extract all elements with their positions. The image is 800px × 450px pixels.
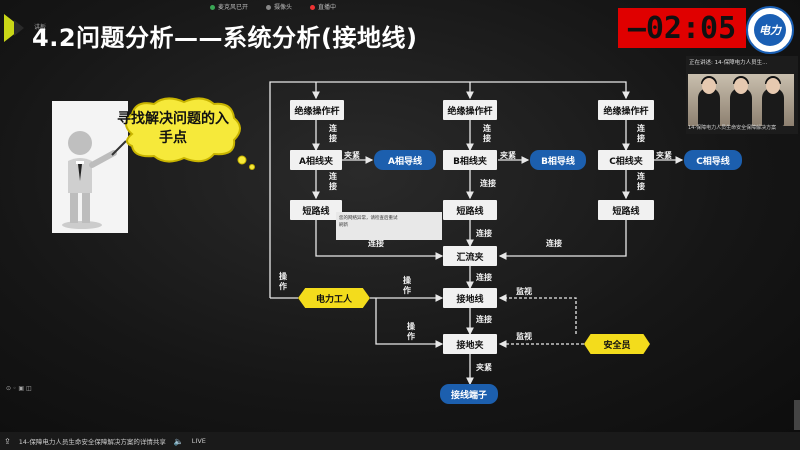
presenter-illustration [52, 101, 128, 233]
ground-wire: 接地线 [443, 288, 497, 308]
live-badge: LIVE [191, 437, 206, 445]
phase-wire-c: C相导线 [684, 150, 742, 170]
label-operate: 操作 [279, 272, 287, 291]
label-connect: 连接 [329, 124, 337, 143]
logo-mark: 电力 [754, 14, 786, 46]
clamp-c: C相线夹 [598, 150, 654, 170]
top-status-bar: 麦克风已开 摄像头 直播中 [210, 0, 336, 12]
clamp-b: B相线夹 [443, 150, 497, 170]
terminal: 接线端子 [440, 384, 498, 404]
label-connect: 连接 [480, 179, 496, 188]
top-status-item[interactable]: 摄像头 [266, 2, 292, 11]
school-logo: 电力 [746, 6, 794, 54]
title-decoration-inner [14, 20, 24, 36]
bottom-bar: ⇪ 14-保障电力人员生命安全保障解决方案的详情共享 🔈 LIVE [0, 432, 800, 450]
scrollbar[interactable] [794, 400, 800, 430]
presenter-figure [730, 76, 752, 126]
top-status-item[interactable]: 直播中 [310, 2, 336, 11]
label-connect: 连接 [476, 229, 492, 238]
safety-officer: 安全员 [584, 334, 650, 354]
short-wire-b: 短路线 [443, 200, 497, 220]
clamp-a: A相线夹 [290, 150, 342, 170]
short-wire-a: 短路线 [290, 200, 342, 220]
label-connect: 连接 [637, 172, 645, 191]
label-connect: 连接 [483, 124, 491, 143]
label-clamp-tight: 夹紧 [476, 363, 492, 372]
label-connect: 连接 [476, 273, 492, 282]
slide: 讲板 4.2问题分析——系统分析(接地线) 麦克风已开 摄像头 直播中 —02:… [0, 0, 800, 432]
volume-icon[interactable]: 🔈 [173, 436, 184, 446]
callout-cloud: 寻找解决问题的入手点 [114, 94, 264, 172]
left-toolbar-icons[interactable]: ⊙ ◦ ▣ ◫ [6, 385, 32, 392]
phase-wire-a: A相导线 [374, 150, 436, 170]
insulation-rod-c: 绝缘操作杆 [598, 100, 654, 120]
label-monitor: 监视 [516, 287, 532, 296]
stick-figure-icon [62, 131, 127, 229]
video-frame [688, 74, 794, 126]
label-monitor: 监视 [516, 332, 532, 341]
label-clamp-tight: 夹紧 [344, 151, 360, 160]
presenter-figure [762, 76, 784, 126]
cloud-shape-icon [125, 97, 255, 170]
video-caption: 14-保障电力人员生命安全保障解决方案 [688, 125, 777, 131]
label-connect: 连接 [368, 239, 384, 248]
speaker-video-panel[interactable]: 正在讲述: 14-保障电力人员生... [686, 56, 798, 134]
status-dot-icon [266, 4, 272, 10]
label-connect: 连接 [329, 172, 337, 191]
label-clamp-tight: 夹紧 [656, 151, 672, 160]
label-connect: 连接 [546, 239, 562, 248]
slide-title: 4.2问题分析——系统分析(接地线) [32, 24, 418, 52]
corner-label: 讲板 [34, 24, 47, 31]
power-worker: 电力工人 [298, 288, 370, 308]
bus-clamp: 汇流夹 [443, 246, 497, 266]
callout-text: 寻找解决问题的入手点 [117, 111, 229, 146]
presenter-figure [698, 76, 720, 126]
label-clamp-tight: 夹紧 [500, 151, 516, 160]
countdown-timer: —02:05 [618, 8, 746, 48]
label-operate: 操作 [403, 276, 411, 295]
label-connect: 连接 [476, 315, 492, 324]
insulation-rod-b: 绝缘操作杆 [443, 100, 497, 120]
video-speaker-label: 正在讲述: 14-保障电力人员生... [689, 60, 768, 66]
label-operate: 操作 [407, 322, 415, 341]
status-dot-icon [310, 4, 316, 10]
label-connect: 连接 [637, 124, 645, 143]
phase-wire-b: B相导线 [530, 150, 586, 170]
insulation-rod-a: 绝缘操作杆 [290, 100, 344, 120]
status-dot-icon [210, 4, 215, 10]
ground-clamp: 接地夹 [443, 334, 497, 354]
bottom-title: 14-保障电力人员生命安全保障解决方案的详情共享 [18, 438, 166, 446]
flow-connectors [269, 81, 684, 386]
share-icon[interactable]: ⇪ [4, 436, 11, 446]
network-error-toast[interactable]: 您的网络异常，请检查后重试 刷新 [336, 212, 442, 240]
top-status-item[interactable]: 麦克风已开 [210, 2, 248, 11]
short-wire-c: 短路线 [598, 200, 654, 220]
